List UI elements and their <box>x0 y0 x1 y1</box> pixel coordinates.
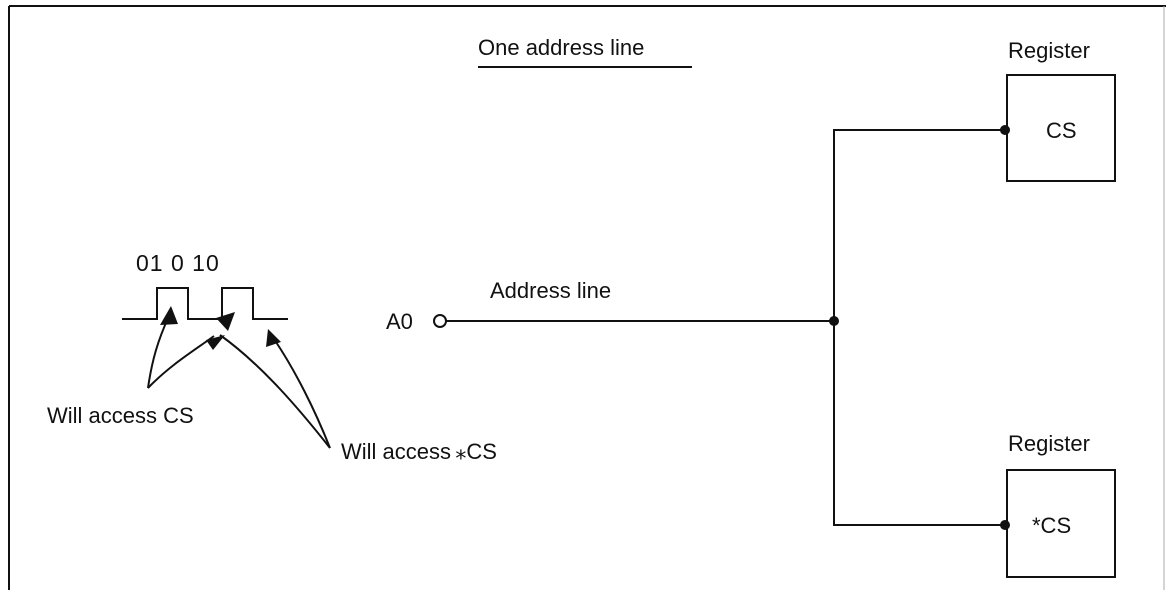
register-heading-not-cs: Register <box>1008 431 1090 456</box>
register-pin-dot-icon <box>1000 125 1010 135</box>
diagram-border <box>8 5 1166 590</box>
bit-sequence-label: 01 0 10 <box>136 250 220 276</box>
register-box-not-cs <box>1006 469 1116 578</box>
branch-to-not-cs <box>833 321 1005 526</box>
arrow-notcs-2 <box>273 338 331 449</box>
pin-label-a0: A0 <box>386 309 413 334</box>
arrowheads <box>160 306 281 350</box>
arrowhead-icon <box>216 312 235 331</box>
register-heading-cs: Register <box>1008 38 1090 63</box>
register-label-cs: CS <box>1046 118 1077 143</box>
register-label-not-cs: *CS <box>1032 513 1071 538</box>
annotation-will-access-cs: Will access CS <box>47 403 194 428</box>
pulse-waveform <box>122 287 288 320</box>
arrowhead-icon <box>160 306 178 325</box>
pin-terminal-icon <box>433 314 447 328</box>
diagram-title: One address line <box>478 35 644 60</box>
address-line-label: Address line <box>490 278 611 303</box>
arrowhead-icon <box>266 329 281 347</box>
register-pin-dot-icon <box>1000 520 1010 530</box>
annotation-arrows <box>147 315 331 449</box>
arrow-notcs-1 <box>219 334 331 449</box>
annotation-will-access-not-cs: Will access ⁎CS <box>341 439 497 464</box>
register-box-cs <box>1006 74 1116 182</box>
arrowhead-icon <box>206 335 225 350</box>
branch-to-cs <box>833 129 1005 321</box>
